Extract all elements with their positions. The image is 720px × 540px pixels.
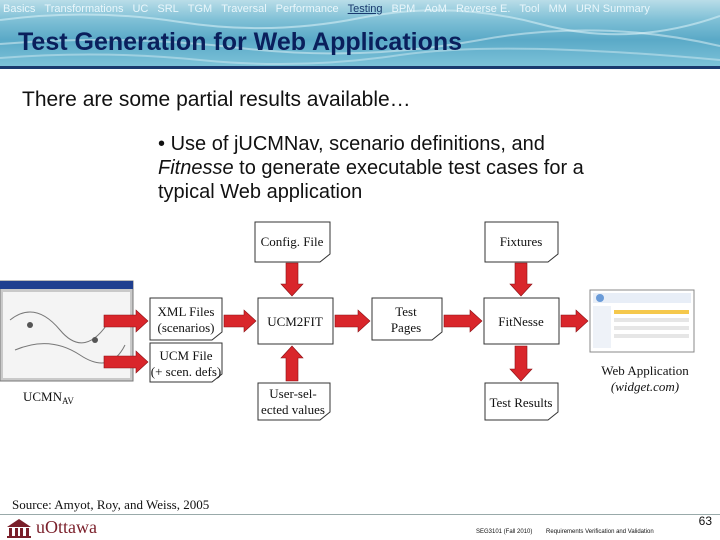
svg-text:UCM2FIT: UCM2FIT xyxy=(267,314,323,329)
bullet-marker: • xyxy=(158,133,165,155)
ucmnav-label: UCMNAV xyxy=(23,389,74,406)
course-info: SEG3101 (Fall 2010) Requirements Verific… xyxy=(476,529,666,535)
arrow-fixtures-to-fitnesse xyxy=(510,263,532,296)
svg-text:(scenarios): (scenarios) xyxy=(157,320,214,335)
nav-item-mm[interactable]: MM xyxy=(549,3,567,15)
svg-text:FitNesse: FitNesse xyxy=(498,314,544,329)
course-title: Requirements Verification and Validation xyxy=(546,529,654,535)
fitnesse-box: FitNesse xyxy=(484,298,559,344)
course-code: SEG3101 (Fall 2010) xyxy=(476,529,532,535)
test-generation-diagram: UCMNAV Web Application (widget.com) Conf… xyxy=(0,215,720,425)
svg-text:ected values: ected values xyxy=(261,402,325,417)
bullet-point: • Use of jUCMNav, scenario definitions, … xyxy=(158,132,698,204)
arrow-fitnesse-to-results xyxy=(510,346,532,381)
svg-text:Test Results: Test Results xyxy=(489,395,552,410)
topic-navigation: Basics Transformations UC SRL TGM Traversal Pe… xyxy=(3,3,659,15)
nav-item-srl[interactable]: SRL xyxy=(157,3,178,15)
web-app-screenshot xyxy=(590,290,694,352)
arrow-fitnesse-to-webapp xyxy=(561,310,588,332)
svg-text:Fixtures: Fixtures xyxy=(500,234,543,249)
arrow-uservalues-to-ucm2fit xyxy=(281,346,303,381)
ucm2fit-box: UCM2FIT xyxy=(258,298,333,344)
university-building-icon xyxy=(6,518,32,538)
nav-item-tool[interactable]: Tool xyxy=(519,3,539,15)
bullet-line-1: Use of jUCMNav, scenario definitions, an… xyxy=(171,133,545,155)
source-citation: Source: Amyot, Roy, and Weiss, 2005 xyxy=(12,497,209,513)
slide-title: Test Generation for Web Applications xyxy=(18,28,462,57)
page-number: 63 xyxy=(699,514,712,528)
bullet-line-2: to generate executable test cases for a xyxy=(234,157,584,179)
svg-text:(+ scen. defs): (+ scen. defs) xyxy=(151,364,222,379)
bullet-line-3: typical Web application xyxy=(158,180,698,204)
svg-text:XML Files: XML Files xyxy=(158,304,215,319)
fixtures-box: Fixtures xyxy=(485,222,558,262)
arrow-xml-to-ucm2fit xyxy=(224,310,256,332)
web-app-label: Web Application xyxy=(601,363,689,378)
intro-text: There are some partial results available… xyxy=(22,88,411,112)
svg-text:Test: Test xyxy=(395,304,417,319)
nav-item-urn-summary[interactable]: URN Summary xyxy=(576,3,650,15)
uottawa-logo: uOttawa xyxy=(6,517,97,538)
xml-files-box: XML Files (scenarios) xyxy=(150,298,222,340)
nav-item-uc[interactable]: UC xyxy=(132,3,148,15)
ucm-file-box: UCM File (+ scen. defs) xyxy=(150,343,222,382)
nav-item-bpm[interactable]: BPM xyxy=(392,3,416,15)
slide-header: Basics Transformations UC SRL TGM Traversal Pe… xyxy=(0,0,720,66)
svg-text:Config. File: Config. File xyxy=(261,234,324,249)
web-app-domain: (widget.com) xyxy=(611,379,679,394)
config-file-box: Config. File xyxy=(255,222,330,262)
nav-item-transformations[interactable]: Transformations xyxy=(44,3,123,15)
test-pages-box: Test Pages xyxy=(372,298,442,340)
logo-text: uOttawa xyxy=(36,517,97,538)
footer-rule xyxy=(0,514,720,515)
arrow-ucm2fit-to-testpages xyxy=(335,310,370,332)
arrow-config-to-ucm2fit xyxy=(281,263,303,296)
svg-text:Pages: Pages xyxy=(391,320,421,335)
test-results-box: Test Results xyxy=(485,383,558,420)
fitnesse-term: Fitnesse xyxy=(158,157,234,179)
nav-item-testing[interactable]: Testing xyxy=(348,3,383,15)
arrow-testpages-to-fitnesse xyxy=(444,310,482,332)
nav-item-reverse-e[interactable]: Reverse E. xyxy=(456,3,510,15)
nav-item-aom[interactable]: AoM xyxy=(424,3,447,15)
user-values-box: User-sel- ected values xyxy=(258,383,330,420)
title-rule xyxy=(0,66,720,69)
svg-text:UCM File: UCM File xyxy=(159,348,212,363)
nav-item-performance[interactable]: Performance xyxy=(276,3,339,15)
nav-item-traversal[interactable]: Traversal xyxy=(221,3,266,15)
nav-item-tgm[interactable]: TGM xyxy=(188,3,212,15)
svg-text:User-sel-: User-sel- xyxy=(269,386,316,401)
nav-item-basics[interactable]: Basics xyxy=(3,3,35,15)
